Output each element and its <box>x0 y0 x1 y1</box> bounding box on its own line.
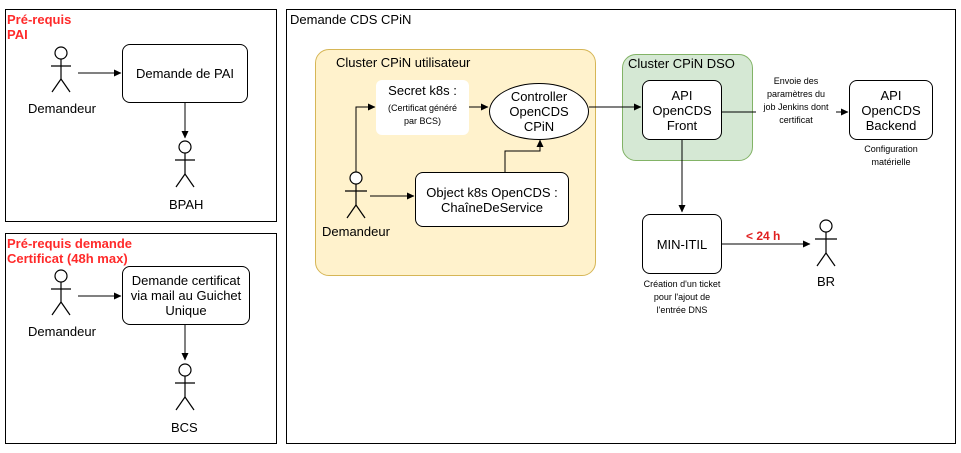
edge-note: Envoie des paramètres du job Jenkins don… <box>756 75 836 127</box>
cert-panel-title: Pré-requis demande Certificat (48h max) <box>7 236 132 266</box>
secret-title: Secret k8s : <box>388 83 457 98</box>
backend-line3: Backend <box>865 117 917 133</box>
backend-note: Configuration matérielle <box>845 143 937 169</box>
itil-note-line2: pour l'ajout de <box>653 292 711 302</box>
edge-note-line4: certificat <box>779 115 813 125</box>
demande-pai-label: Demande de PAI <box>135 66 235 81</box>
itil-note: Création d'un ticket pour l'ajout de l'e… <box>628 278 736 317</box>
controller-opencds-cpin: Controller OpenCDS CPiN <box>489 83 589 140</box>
main-demandeur-actor <box>345 171 367 219</box>
sla-label: < 24 h <box>746 229 781 243</box>
backend-line2: OpenCDS <box>861 102 921 118</box>
bcs-label: BCS <box>171 420 198 435</box>
backend-line1: API <box>880 87 902 103</box>
pai-panel-title: Pré-requis PAI <box>7 12 71 42</box>
demande-pai-box: Demande de PAI <box>122 44 248 103</box>
cert-title-line1: Pré-requis demande <box>7 236 132 251</box>
controller-line2: OpenCDS <box>509 104 569 119</box>
itil-label: MIN-ITIL <box>656 236 708 252</box>
cert-demandeur-actor <box>51 269 71 316</box>
controller-line3: CPiN <box>523 119 555 134</box>
controller-line1: Controller <box>510 89 568 104</box>
cert-box-line1: Demande certificat <box>131 273 241 288</box>
cert-title-line2: Certificat (48h max) <box>7 251 128 266</box>
edge-note-line2: paramètres du <box>766 89 826 99</box>
api-front-box: API OpenCDS Front <box>642 80 722 140</box>
br-actor <box>815 219 837 267</box>
bpah-actor <box>175 140 195 188</box>
main-panel-title: Demande CDS CPiN <box>290 12 412 27</box>
api-backend-box: API OpenCDS Backend <box>849 80 933 140</box>
object-line2: ChaîneDeService <box>441 199 543 215</box>
cert-box-line2: via mail au Guichet <box>130 288 242 303</box>
itil-note-line1: Création d'un ticket <box>643 279 721 289</box>
backend-note-line1: Configuration <box>864 144 918 154</box>
br-label: BR <box>817 274 836 289</box>
secret-note-line1: (Certificat généré <box>387 103 458 113</box>
edge-note-line3: job Jenkins dont <box>763 102 829 112</box>
object-line1: Object k8s OpenCDS : <box>426 184 558 200</box>
pai-demandeur-actor <box>51 46 71 93</box>
backend-note-line2: matérielle <box>871 157 911 167</box>
user-cluster-label: Cluster CPiN utilisateur <box>336 55 471 70</box>
secret-k8s-box: Secret k8s : (Certificat généré par BCS) <box>376 80 469 135</box>
edge-note-line1: Envoie des <box>773 76 819 86</box>
cert-demandeur-label: Demandeur <box>28 324 96 339</box>
main-demandeur-label: Demandeur <box>322 224 390 239</box>
front-line2: OpenCDS <box>652 102 712 118</box>
front-line1: API <box>671 87 693 103</box>
secret-note-line2: par BCS) <box>403 116 441 126</box>
min-itil-box: MIN-ITIL <box>642 214 722 274</box>
itil-note-line3: l'entrée DNS <box>656 305 708 315</box>
bpah-label: BPAH <box>169 197 204 212</box>
bcs-actor <box>175 363 195 411</box>
dso-cluster-label: Cluster CPiN DSO <box>628 56 735 71</box>
demande-certificat-box: Demande certificat via mail au Guichet U… <box>122 266 250 325</box>
front-line3: Front <box>666 117 698 133</box>
object-k8s-box: Object k8s OpenCDS : ChaîneDeService <box>415 172 569 227</box>
cert-box-line3: Unique <box>165 303 207 318</box>
pai-title-line1: Pré-requis <box>7 12 72 27</box>
pai-title-line2: PAI <box>7 27 28 42</box>
pai-demandeur-label: Demandeur <box>28 101 96 116</box>
